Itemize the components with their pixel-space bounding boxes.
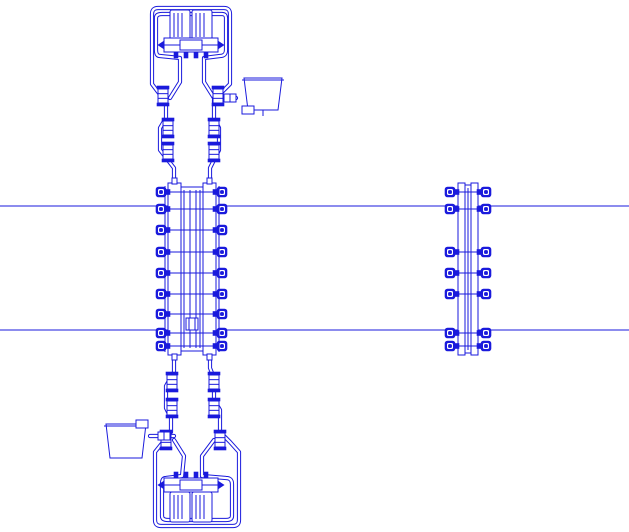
pipeline	[0, 205, 629, 331]
flange-bolt	[476, 340, 492, 352]
orifice-carrier	[180, 186, 204, 352]
isolation-valve	[165, 371, 179, 393]
flange-bolt	[444, 288, 460, 300]
transmitter-body-left	[169, 9, 191, 41]
isolation-valves	[156, 85, 237, 451]
pressure-tap	[206, 177, 213, 185]
isolation-valve	[213, 429, 227, 451]
manifold-handle	[217, 480, 225, 490]
condensate-pot-bottom	[104, 419, 149, 459]
flange-bolt	[155, 267, 171, 279]
manifold-port	[193, 471, 199, 479]
manifold-port	[193, 51, 199, 59]
pressure-tap	[171, 353, 178, 361]
manifold-port	[203, 471, 209, 479]
flange-bolt	[444, 340, 460, 352]
orifice-flange-assembly	[155, 177, 228, 361]
flange-bolt	[444, 246, 460, 258]
isolation-valve	[165, 397, 179, 419]
manifold-port	[173, 471, 179, 479]
flange-bolt	[476, 246, 492, 258]
flange-bolt	[444, 186, 460, 198]
manifold-handle	[157, 40, 165, 50]
flange-bolt	[155, 203, 171, 215]
flange-bolt	[444, 327, 460, 339]
flange-bolt	[155, 186, 171, 198]
transmitter-bottom	[157, 471, 225, 523]
isolation-valve	[207, 397, 221, 419]
flange-pair	[444, 182, 492, 356]
isolation-valve	[211, 85, 225, 107]
flange-bolt	[155, 327, 171, 339]
isolation-valve	[207, 371, 221, 393]
manifold-port	[173, 51, 179, 59]
orifice-tag	[185, 317, 199, 331]
transmitter-body-right	[191, 491, 213, 523]
flange-bolt	[155, 340, 171, 352]
flange-bolt	[155, 224, 171, 236]
flange-bolt	[444, 267, 460, 279]
tee-fitting	[223, 93, 237, 103]
manifold-port	[183, 471, 189, 479]
flange-bolt	[155, 288, 171, 300]
isolation-valve	[207, 117, 221, 139]
manifold-handle	[157, 480, 165, 490]
flange-bolt	[476, 288, 492, 300]
flange-bolt	[476, 203, 492, 215]
isolation-valve	[156, 85, 170, 107]
manifold-center	[179, 39, 203, 51]
transmitter-body-right	[191, 9, 213, 41]
isolation-valve	[161, 117, 175, 139]
condensate-pots	[104, 77, 284, 459]
flange-bolt	[444, 203, 460, 215]
manifold-port	[183, 51, 189, 59]
isolation-valve	[207, 141, 221, 163]
transmitter-top	[157, 9, 225, 59]
manifold-center	[179, 479, 203, 491]
manifold-handle	[217, 40, 225, 50]
flange-bolt	[155, 246, 171, 258]
manifold-port	[203, 51, 209, 59]
flange-bolt	[476, 267, 492, 279]
isolation-valve	[161, 141, 175, 163]
condensate-pot-top	[241, 77, 284, 116]
transmitter-body-left	[169, 491, 191, 523]
flange-bolt	[155, 308, 171, 320]
pressure-tap	[171, 177, 178, 185]
flange-bolt	[476, 327, 492, 339]
tee-fitting	[157, 431, 171, 441]
pressure-tap	[206, 353, 213, 361]
flange-bolt	[476, 186, 492, 198]
